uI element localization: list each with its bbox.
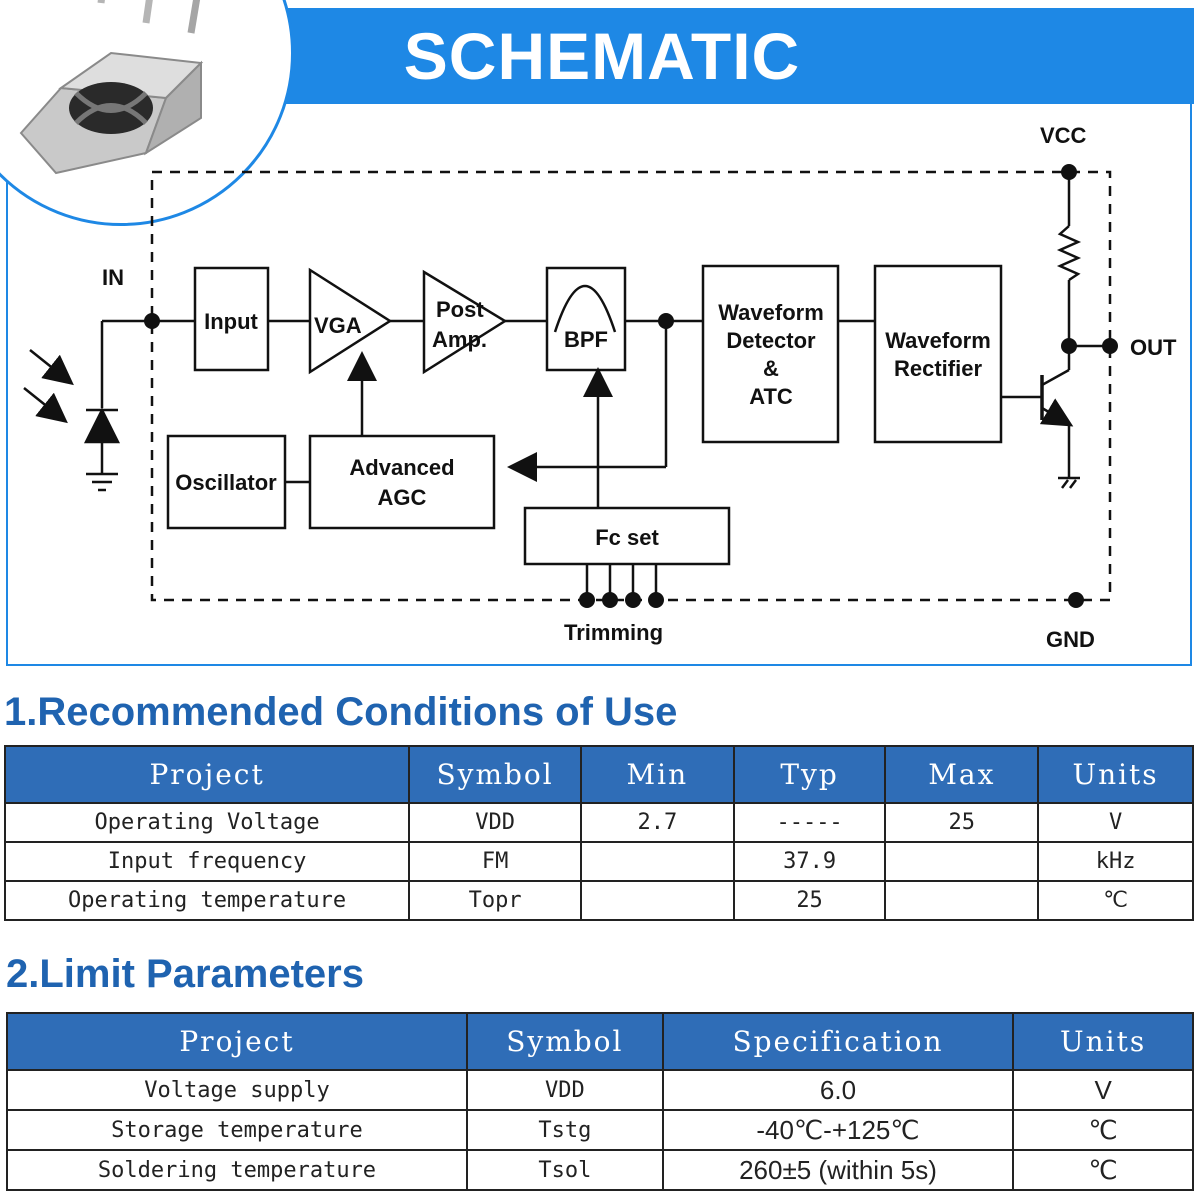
table-cell: Tsol bbox=[465, 1149, 664, 1191]
table-cell: V bbox=[1012, 1069, 1194, 1111]
title-banner bbox=[130, 8, 1194, 104]
section1-title: 1.Recommended Conditions of Use bbox=[4, 690, 678, 734]
table-cell bbox=[580, 841, 735, 882]
table-cell: Topr bbox=[408, 880, 582, 921]
out-node bbox=[1102, 338, 1118, 354]
table-cell bbox=[580, 880, 735, 921]
table2-header: Units bbox=[1012, 1012, 1194, 1071]
collector-node bbox=[1061, 338, 1077, 354]
table-cell bbox=[884, 880, 1040, 921]
table-cell: 6.0 bbox=[661, 1069, 1015, 1111]
fc-set-label: Fc set bbox=[595, 525, 659, 550]
bpf-output-node bbox=[658, 313, 674, 329]
table-cell: FM bbox=[408, 841, 582, 882]
table-cell: ℃ bbox=[1037, 880, 1194, 921]
table1-header: Project bbox=[3, 745, 411, 804]
table2-header: Project bbox=[6, 1012, 468, 1071]
table-cell: 260±5 (within 5s) bbox=[661, 1149, 1015, 1191]
agc-label-1: Advanced bbox=[349, 455, 454, 480]
table-cell: VDD bbox=[465, 1069, 664, 1111]
vga-label: VGA bbox=[314, 313, 362, 338]
table-cell: ----- bbox=[732, 802, 887, 843]
post-amp-amplifier bbox=[422, 269, 508, 375]
table-cell: 25 bbox=[732, 880, 887, 921]
wd-label-1: Waveform bbox=[718, 300, 824, 325]
table1-header: Units bbox=[1037, 745, 1194, 804]
label-trimming: Trimming bbox=[564, 620, 663, 645]
table-row: Voltage supply VDD 6.0 V bbox=[6, 1069, 1194, 1111]
recommended-conditions-table: Project Symbol Min Typ Max Units Operati… bbox=[3, 745, 1194, 921]
table-cell: Tstg bbox=[465, 1109, 664, 1151]
label-gnd: GND bbox=[1046, 627, 1095, 652]
input-block bbox=[193, 266, 270, 372]
table-cell: 25 bbox=[884, 802, 1040, 843]
section2-title: 2.Limit Parameters bbox=[6, 952, 364, 996]
table-cell: kHz bbox=[1037, 841, 1194, 882]
page-title: SCHEMATIC bbox=[403, 19, 801, 93]
wd-label-4: ATC bbox=[749, 384, 793, 409]
limit-parameters-table: Project Symbol Specification Units Volta… bbox=[6, 1012, 1194, 1191]
label-in: IN bbox=[102, 265, 124, 290]
label-out: OUT bbox=[1130, 335, 1177, 360]
label-vcc: VCC bbox=[1040, 123, 1087, 148]
trim-pin-4 bbox=[648, 592, 664, 608]
input-label: Input bbox=[204, 309, 258, 334]
table-cell: ℃ bbox=[1012, 1149, 1194, 1191]
table-cell: VDD bbox=[408, 802, 582, 843]
wd-label-2: Detector bbox=[726, 328, 816, 353]
trim-pin-2 bbox=[602, 592, 618, 608]
agc-label-2: AGC bbox=[378, 485, 427, 510]
post-amp-label-2: Amp. bbox=[432, 327, 487, 352]
fc-set-block bbox=[523, 506, 731, 566]
table1-header: Max bbox=[884, 745, 1040, 804]
table-row: Soldering temperature Tsol 260±5 (within… bbox=[6, 1149, 1194, 1191]
input-node bbox=[144, 313, 160, 329]
table-row: Storage temperature Tstg -40℃-+125℃ ℃ bbox=[6, 1109, 1194, 1151]
table-cell: Operating Voltage bbox=[3, 802, 411, 843]
table1-header: Min bbox=[580, 745, 735, 804]
table-cell: V bbox=[1037, 802, 1194, 843]
table2-header: Specification bbox=[661, 1012, 1015, 1071]
table1-header: Symbol bbox=[408, 745, 582, 804]
wr-label-2: Rectifier bbox=[894, 356, 982, 381]
bpf-curve bbox=[553, 285, 617, 333]
table1-header: Typ bbox=[732, 745, 887, 804]
table-cell: Voltage supply bbox=[6, 1069, 468, 1111]
post-amp-label-1: Post bbox=[436, 297, 484, 322]
wr-label-1: Waveform bbox=[885, 328, 991, 353]
vcc-node bbox=[1061, 164, 1077, 180]
table-row: Operating Voltage VDD 2.7 ----- 25 V bbox=[3, 802, 1194, 843]
gnd-node bbox=[1068, 592, 1084, 608]
block-diagram: IN VCC OUT GND Trimming Input VGA Post A… bbox=[23, 123, 1177, 652]
photodiode-symbol bbox=[83, 407, 121, 444]
ic-boundary bbox=[150, 170, 1112, 602]
table-cell: Storage temperature bbox=[6, 1109, 468, 1151]
table-cell: Soldering temperature bbox=[6, 1149, 468, 1191]
trim-pin-3 bbox=[625, 592, 641, 608]
table-cell: -40℃-+125℃ bbox=[661, 1109, 1015, 1151]
waveform-rectifier-block bbox=[873, 264, 1003, 444]
wd-label-3: & bbox=[763, 356, 779, 381]
bpf-label: BPF bbox=[564, 327, 608, 352]
table-cell: 2.7 bbox=[580, 802, 735, 843]
table2-header: Symbol bbox=[465, 1012, 664, 1071]
waveform-detector-block bbox=[701, 264, 840, 444]
trim-pin-1 bbox=[579, 592, 595, 608]
table-cell: 37.9 bbox=[732, 841, 887, 882]
oscillator-label: Oscillator bbox=[175, 470, 277, 495]
advanced-agc-block bbox=[308, 434, 496, 530]
table-cell: Operating temperature bbox=[3, 880, 411, 921]
table-cell: ℃ bbox=[1012, 1109, 1194, 1151]
table-row: Operating temperature Topr 25 ℃ bbox=[3, 880, 1194, 921]
pull-up-resistor bbox=[1056, 225, 1082, 282]
table-row: Input frequency FM 37.9 kHz bbox=[3, 841, 1194, 882]
table-cell bbox=[884, 841, 1040, 882]
schematic-panel bbox=[6, 104, 1192, 666]
table-cell: Input frequency bbox=[3, 841, 411, 882]
